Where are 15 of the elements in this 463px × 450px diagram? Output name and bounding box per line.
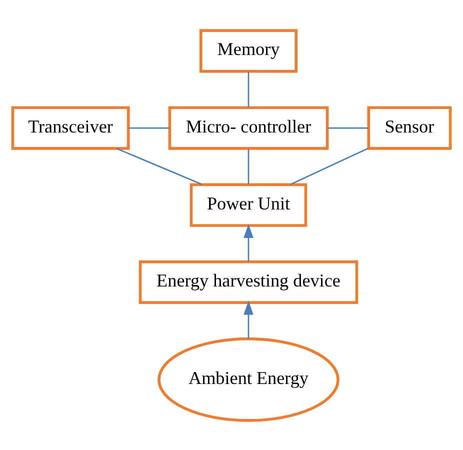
node-box: Memory <box>199 28 298 72</box>
connector <box>327 126 368 128</box>
connector <box>290 147 369 185</box>
connector <box>128 126 170 128</box>
connector <box>248 148 250 184</box>
arrow <box>244 300 254 338</box>
node-box: Power Unit <box>190 182 308 226</box>
node-box: Energy harvesting device <box>138 260 358 304</box>
node-ellipse: Ambient Energy <box>158 336 340 422</box>
node-box: Sensor <box>367 106 452 150</box>
arrow <box>244 223 254 261</box>
connector <box>116 147 202 185</box>
connector <box>248 71 250 107</box>
node-box: Micro- controller <box>168 106 329 150</box>
node-box: Transceiver <box>11 106 130 150</box>
